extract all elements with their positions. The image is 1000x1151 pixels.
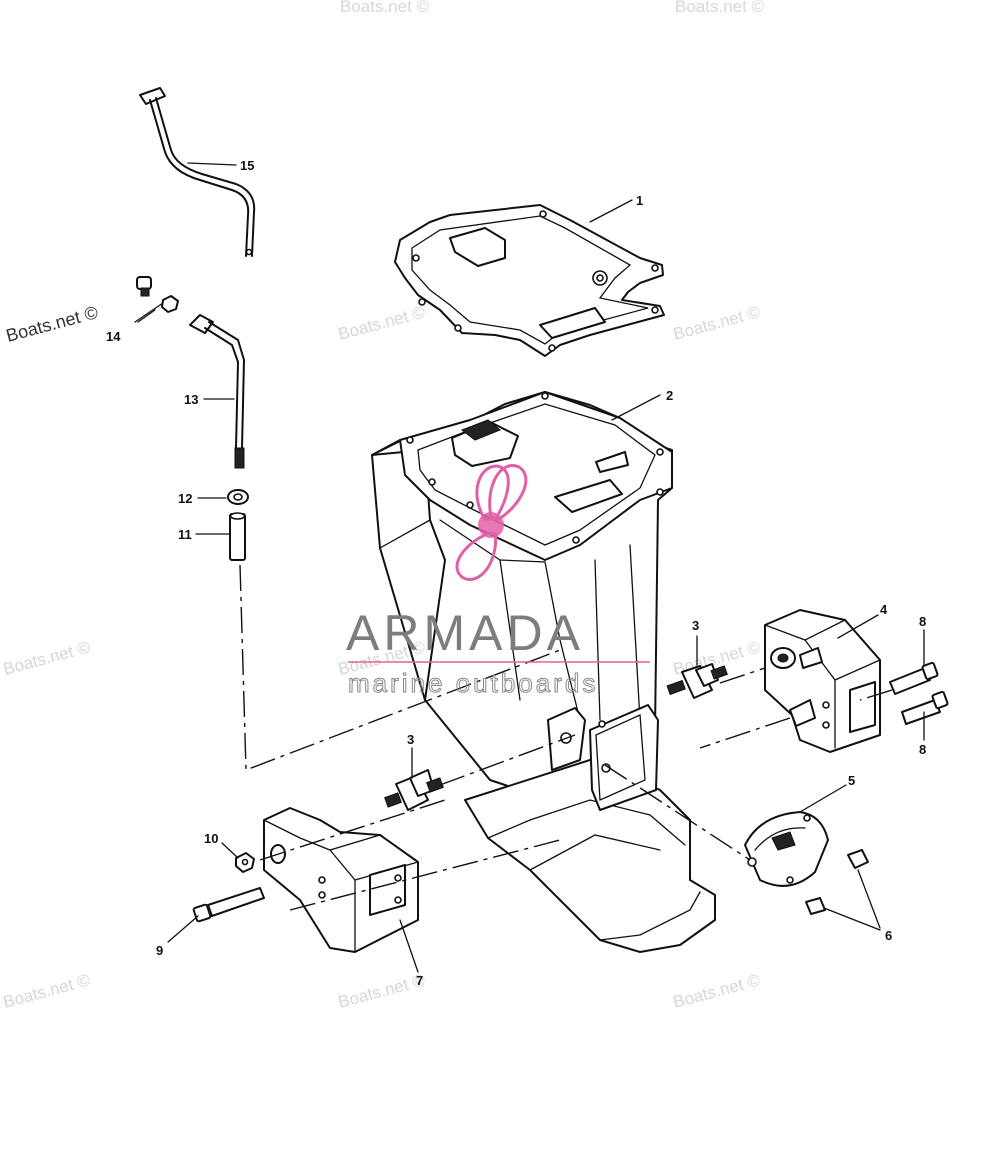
watermark: Boats.net © [675,0,765,16]
logo-tagline: marine outboards [348,668,598,698]
callout-12: 12 [178,491,192,506]
propeller-icon [455,464,528,581]
part-4-rear-mount [764,609,881,753]
callout-11: 11 [178,527,192,542]
callout-13: 13 [184,392,198,407]
callout-1: 1 [636,193,643,208]
callout-3-upper: 3 [692,618,699,633]
callout-9: 9 [156,943,163,958]
callout-7: 7 [416,973,423,988]
part-13-bent-link [189,314,245,469]
callout-14: 14 [106,329,121,344]
part-8-bolts [889,661,949,725]
part-3-rubber-mount-lower [384,769,444,811]
part-11-spacer [229,512,246,561]
part-2-driveshaft-housing [371,391,716,953]
callout-2: 2 [666,388,673,403]
armada-logo: ARMADA marine outboards [346,464,650,699]
part-14-screw-and-nut [136,276,179,313]
callout-15: 15 [240,158,254,173]
watermark: Boats.net © [336,302,427,344]
logo-name: ARMADA [346,605,584,661]
callout-8-upper: 8 [919,614,926,629]
callout-3-lower: 3 [407,732,414,747]
watermark: Boats.net © [1,970,92,1012]
part-10-nut [235,852,255,873]
watermark: Boats.net © [671,970,762,1012]
part-15-link-rod [139,87,256,257]
callout-6: 6 [885,928,892,943]
watermark: Boats.net © [1,637,92,679]
callouts: 1 2 3 3 4 5 6 7 8 8 9 10 11 12 13 14 15 [106,158,926,988]
callout-10: 10 [204,831,218,846]
callout-5: 5 [848,773,855,788]
callout-8-lower: 8 [919,742,926,757]
leader-lines [134,162,925,973]
part-9-bolt [192,887,265,923]
part-1-gasket [394,204,665,357]
part-5-cover [744,811,829,887]
watermark: Boats.net © [336,970,427,1012]
assembly-lines [239,564,893,911]
callout-4: 4 [880,602,888,617]
part-7-front-bracket [263,807,419,953]
part-12-nut [227,489,249,505]
watermark: Boats.net © [340,0,430,16]
watermark-dark: Boats.net © [4,302,100,346]
part-3-rubber-mount-upper [666,663,728,699]
watermark: Boats.net © [671,302,762,344]
part-6-screws [805,849,869,915]
